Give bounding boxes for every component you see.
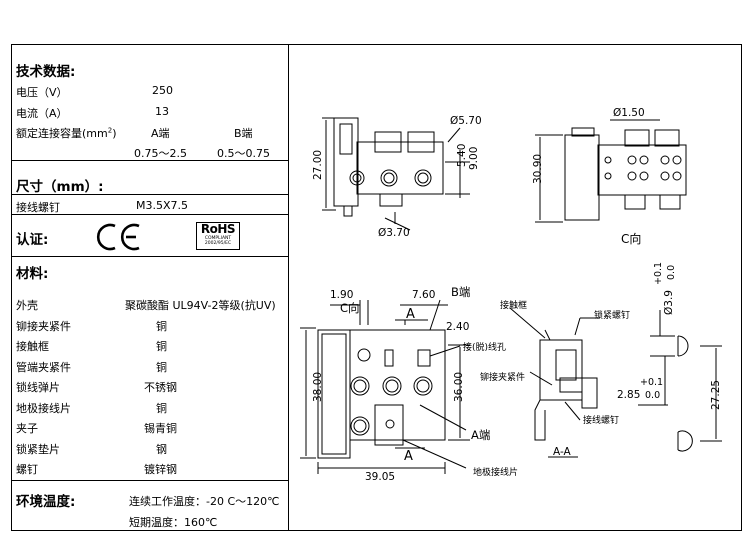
material-value: 钢: [156, 442, 167, 456]
voltage-value: 250: [152, 84, 173, 97]
material-label: 夹子: [16, 422, 38, 435]
dim-side-2: 30.90: [532, 154, 544, 184]
dim-top-6: 39.05: [365, 471, 395, 483]
current-value: 13: [155, 105, 169, 118]
pin-dim-2: 27.25: [710, 380, 722, 410]
material-label: 螺钉: [16, 463, 38, 476]
pin-tol-zero: 0.0: [666, 265, 677, 280]
a-range: 0.75～2.5: [134, 147, 187, 160]
material-label: 铆接夹紧件: [16, 319, 71, 333]
section-view: [509, 307, 600, 458]
column-divider: [288, 44, 289, 531]
current-label: 电流（A）: [16, 107, 68, 120]
front-view: [322, 117, 470, 231]
tech-heading: 技术数据:: [16, 64, 76, 80]
material-label: 管端夹紧件: [16, 360, 71, 374]
pin-tol-plus: +0.1: [653, 262, 664, 285]
material-label: 地极接线片: [16, 401, 71, 415]
section-mark-top: A: [406, 307, 415, 322]
voltage-label: 电压（V）: [16, 86, 68, 99]
pin-tol2-zero: 0.0: [645, 390, 660, 401]
material-value: 镀锌钢: [144, 463, 177, 476]
material-heading: 材料:: [16, 266, 49, 282]
screw-label: 接线螺钉: [16, 201, 60, 214]
short-temp: 短期温度：160℃: [129, 516, 218, 529]
dim-front-2: 5.40: [456, 144, 468, 167]
env-heading: 环境温度:: [16, 494, 76, 510]
ce-mark-icon: CE: [96, 223, 140, 251]
rohs-logo: RoHS COMPLIANT 2002/95/EC: [196, 222, 240, 250]
material-value: 不锈钢: [144, 381, 177, 394]
material-label: 锁紧垫片: [16, 442, 60, 456]
capacity-label: 额定连接容量(mm2): [16, 126, 117, 140]
screw-value: M3.5X7.5: [136, 199, 189, 212]
pin-view: [638, 310, 722, 452]
side-view: [535, 119, 687, 223]
spec-frame: [11, 44, 742, 531]
dim-top-1: 1.90: [330, 289, 353, 301]
divider-tech: [11, 160, 289, 161]
cert-heading: 认证:: [16, 232, 49, 248]
dim-top-5: 36.00: [453, 372, 465, 402]
side-view-label: C向: [621, 231, 641, 246]
material-value: 铜: [156, 319, 167, 333]
pin-dim-1: 2.85: [617, 389, 640, 401]
divider-cert: [11, 256, 289, 257]
dim-front-4: 27.00: [312, 150, 324, 180]
material-label: 外壳: [16, 299, 38, 312]
material-label: 锁线弹片: [16, 381, 60, 394]
dim-top-2: 7.60: [412, 289, 435, 301]
size-heading: 尺寸（mm）:: [16, 179, 104, 195]
dim-front-1: Ø5.70: [450, 115, 482, 127]
divider-material: [11, 480, 289, 481]
b-end-label: B端: [234, 127, 253, 140]
dim-front-3: 9.00: [468, 147, 480, 170]
ground-callout: 地极接线片: [473, 466, 518, 478]
section-mark-bottom: A: [404, 449, 413, 464]
material-value: 铜: [156, 401, 167, 415]
material-value: 铜: [156, 360, 167, 374]
material-label: 接触框: [16, 340, 49, 353]
b-range: 0.5～0.75: [217, 147, 270, 160]
pin-tol2-plus: +0.1: [640, 377, 663, 388]
a-end-label: A端: [151, 127, 170, 140]
material-value: 铜: [156, 340, 167, 353]
lock-screw-callout: 锁紧螺钉: [594, 309, 630, 321]
a-end-callout: A端: [471, 428, 490, 442]
material-value: 锡青铜: [144, 422, 177, 435]
b-end-callout: B端: [451, 285, 470, 299]
rivet-callout: 铆接夹紧件: [480, 371, 525, 383]
dim-side-1: Ø1.50: [613, 107, 645, 119]
divider-size: [11, 214, 289, 215]
dim-top-4: 38.00: [312, 372, 324, 402]
hole-callout: 接(脱)线孔: [463, 341, 506, 353]
top-view: [300, 299, 470, 474]
section-label: A-A: [553, 446, 572, 458]
technical-drawing: Ø5.70 5.40 9.00 27.00 Ø3.70 Ø1.50 30.90 …: [300, 107, 722, 483]
dim-top-3: 2.40: [446, 321, 469, 333]
divider-size-head: [11, 194, 289, 195]
c-dir-callout: C向: [340, 301, 360, 315]
contact-frame-callout: 接触框: [500, 299, 527, 311]
pin-dia: Ø3.9: [663, 290, 675, 315]
wire-screw-callout: 接线螺钉: [583, 414, 619, 426]
material-value: 聚碳酸酯 UL94V-2等级(抗UV): [125, 299, 276, 312]
work-temp: 连续工作温度：-20 C～120℃: [129, 495, 280, 508]
dim-front-5: Ø3.70: [378, 227, 410, 239]
